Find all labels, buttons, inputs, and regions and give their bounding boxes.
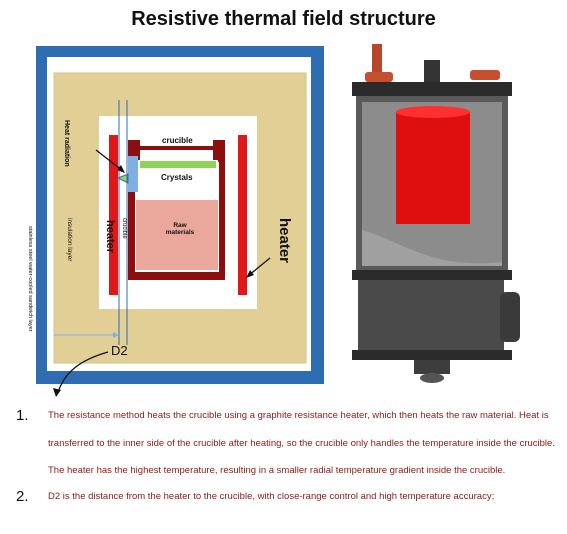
note-1-number: 1. — [16, 407, 29, 424]
heater-left-bar — [109, 135, 118, 295]
heat-radiation-arrowhead — [117, 165, 125, 173]
crucible-lid — [128, 146, 225, 150]
heater-right-bar — [238, 135, 247, 295]
label-insulation-layer: insulation layer — [66, 218, 73, 262]
label-crucible-side: crucible — [121, 218, 127, 239]
note-1-line-1: The resistance method heats the crucible… — [48, 410, 549, 421]
heater-callout-arrowhead — [246, 270, 254, 278]
crucible-wall — [128, 140, 225, 280]
furnace-3d-illustration — [352, 44, 520, 383]
note-2-line-1: D2 is the distance from the heater to th… — [48, 491, 495, 502]
label-crucible-top: crucible — [162, 136, 193, 145]
note-1-line-2: transferred to the inner side of the cru… — [48, 438, 555, 449]
label-d2: D2 — [111, 343, 128, 358]
d2-curved-arrowhead — [53, 388, 61, 397]
label-crystals: Crystals — [161, 173, 193, 182]
label-stainless-steel-layer: stainless steel water-cooled sandwich la… — [27, 226, 33, 332]
crystals-layer — [140, 161, 216, 168]
seed-crystal — [116, 173, 129, 184]
thermal-field-diagram — [36, 44, 520, 397]
d2-curved-arrow — [57, 351, 109, 393]
heat-radiation-arrow — [95, 149, 124, 172]
label-heater-left: heater — [104, 220, 116, 254]
label-heat-radiation: Heat radiation — [63, 120, 70, 167]
label-raw-materials: Raw materials — [165, 222, 195, 236]
seed-holder — [128, 156, 138, 192]
d2-arrowhead — [113, 332, 119, 338]
note-2-number: 2. — [16, 488, 29, 505]
label-heater-right: heater — [276, 218, 293, 264]
page-title: Resistive thermal field structure — [131, 8, 436, 30]
note-1-line-3: The heater has the highest temperature, … — [48, 465, 506, 476]
raw-materials-region — [136, 200, 218, 270]
